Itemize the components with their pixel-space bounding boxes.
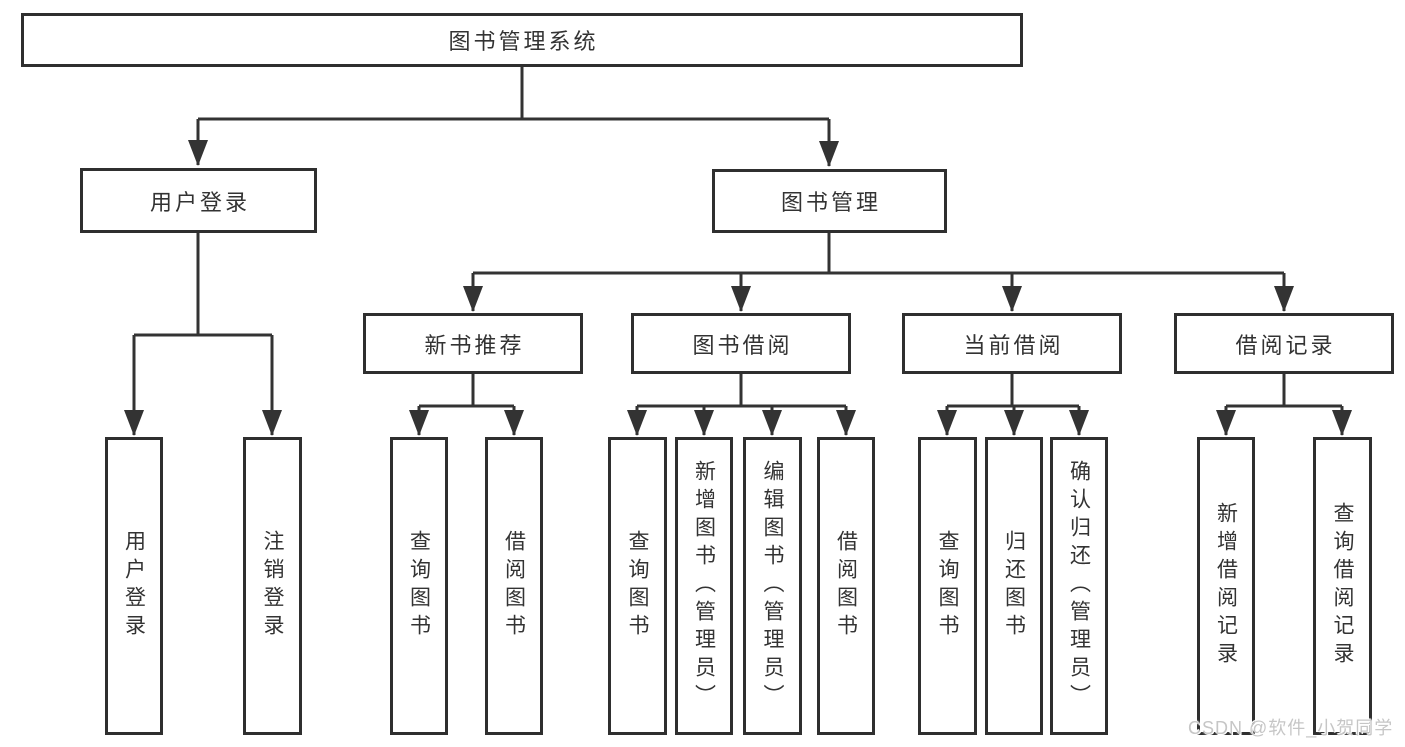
leaf-user-login: 用户登录	[105, 437, 163, 735]
leaf-add-borrow-record: 新增借阅记录	[1197, 437, 1255, 735]
leaf-query-books-current: 查询图书	[918, 437, 977, 735]
node-borrowing-records: 借阅记录	[1174, 313, 1394, 374]
leaf-edit-book-admin: 编辑图书（管理员）	[743, 437, 802, 735]
leaf-logout: 注销登录	[243, 437, 302, 735]
node-user-login-branch: 用户登录	[80, 168, 317, 233]
leaf-query-books-recommendation: 查询图书	[390, 437, 448, 735]
node-book-borrowing: 图书借阅	[631, 313, 851, 374]
csdn-watermark: CSDN @软件_小贺同学	[1188, 718, 1394, 738]
node-library-management-system: 图书管理系统	[21, 13, 1023, 67]
node-current-borrowing: 当前借阅	[902, 313, 1122, 374]
leaf-borrow-books-recommendation: 借阅图书	[485, 437, 543, 735]
leaf-borrow-books: 借阅图书	[817, 437, 875, 735]
node-book-management-branch: 图书管理	[712, 169, 947, 233]
leaf-query-books-borrowing: 查询图书	[608, 437, 667, 735]
leaf-add-book-admin: 新增图书（管理员）	[675, 437, 733, 735]
leaf-query-borrow-record: 查询借阅记录	[1313, 437, 1372, 735]
leaf-return-book: 归还图书	[985, 437, 1043, 735]
leaf-confirm-return-admin: 确认归还（管理员）	[1050, 437, 1108, 735]
node-new-book-recommendation: 新书推荐	[363, 313, 583, 374]
